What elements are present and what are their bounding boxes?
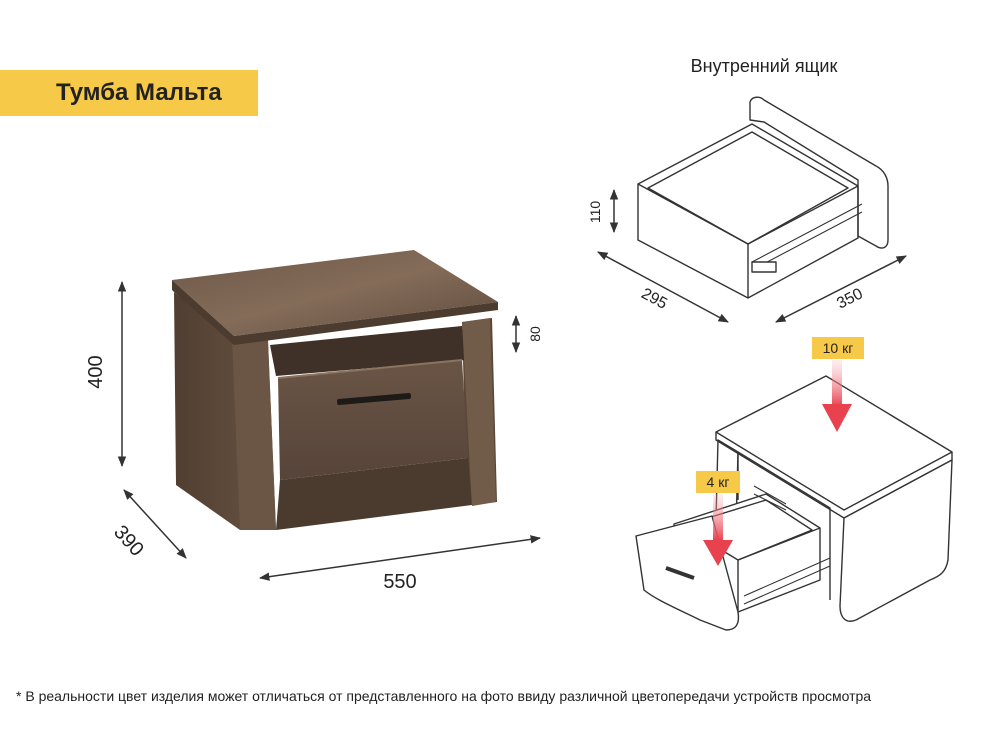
drawer-handle — [337, 392, 411, 406]
color-disclaimer-footnote: * В реальности цвет изделия может отлича… — [16, 688, 872, 704]
drawer-load-label-bg — [696, 471, 740, 493]
drawer-load-label: 4 кг — [707, 474, 730, 490]
inner-drawer-drawing — [637, 96, 889, 299]
load-diagram-drawing — [635, 375, 953, 631]
product-title: Тумба Мальта — [56, 79, 222, 106]
drawer-height-dimension-label: 110 — [587, 201, 603, 224]
drawer-depth-dimension-label: 295 — [638, 285, 670, 313]
nightstand-top — [172, 250, 498, 336]
top-load-arrow — [822, 404, 852, 432]
inner-drawer-heading: Внутренний ящик — [691, 56, 838, 76]
top-load-indicator: 10 кг — [812, 337, 864, 432]
shelf-gap-dimension-label: 80 — [527, 326, 543, 342]
width-dimension-label: 550 — [383, 571, 416, 593]
top-load-label: 10 кг — [823, 340, 854, 356]
nightstand-front-right-leg — [462, 318, 496, 506]
height-dimension-label: 400 — [85, 355, 107, 388]
drawer-load-indicator: 4 кг — [696, 471, 740, 566]
nightstand-drawer-front — [278, 360, 468, 480]
top-load-label-bg — [812, 337, 864, 359]
drawer-load-arrow — [703, 540, 733, 566]
nightstand-front-left-leg — [232, 338, 276, 530]
nightstand-illustration — [172, 250, 498, 530]
product-title-badge: Тумба Мальта — [0, 70, 258, 116]
depth-dimension-label: 390 — [109, 521, 148, 561]
